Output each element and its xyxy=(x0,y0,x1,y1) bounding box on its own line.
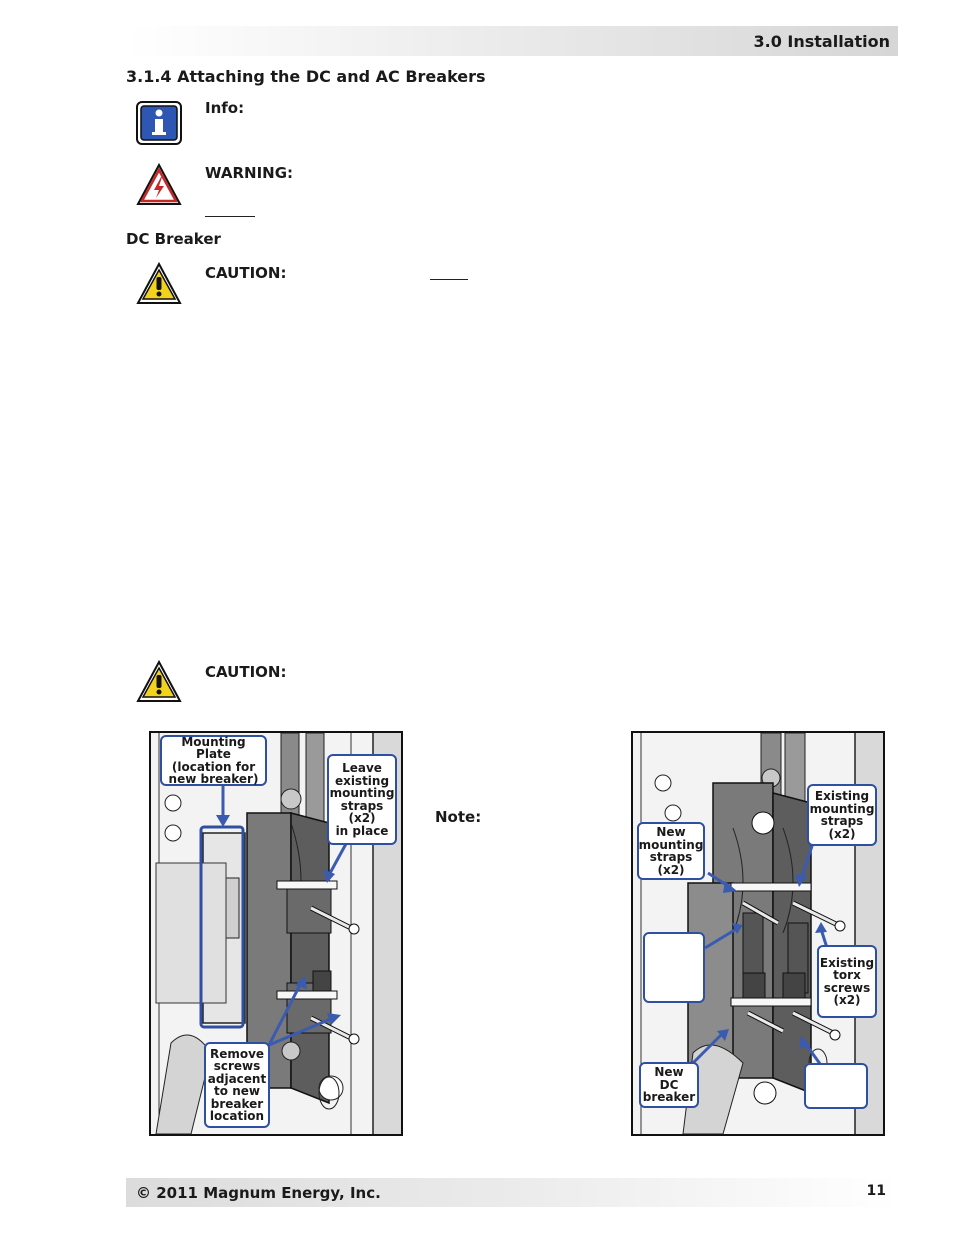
caution-icon xyxy=(136,659,182,708)
callout-new-dc-breaker: New DC breaker xyxy=(639,1062,699,1108)
footer-copyright: © 2011 Magnum Energy, Inc. xyxy=(136,1184,381,1202)
callout-blank-1 xyxy=(643,932,705,1003)
callout-existing-straps: Existing mounting straps (x2) xyxy=(807,784,877,846)
info-icon xyxy=(136,101,182,149)
callout-remove-screws: Remove screws adjacent to new breaker lo… xyxy=(204,1042,270,1128)
caution-label-2: CAUTION: xyxy=(205,663,287,681)
section-title: 3.1.4 Attaching the DC and AC Breakers xyxy=(126,67,486,86)
page-header: 3.0 Installation xyxy=(128,26,898,56)
dc-breaker-heading: DC Breaker xyxy=(126,230,221,248)
callout-leave-straps: Leave existing mounting straps (x2) in p… xyxy=(327,754,397,845)
header-title: 3.0 Installation xyxy=(753,32,890,51)
figure-mounting-plate xyxy=(149,731,403,1136)
callout-new-straps: New mounting straps (x2) xyxy=(637,822,705,880)
electrical-warning-icon xyxy=(136,162,182,211)
note-label: Note: xyxy=(435,808,482,826)
underline-mark xyxy=(430,279,468,280)
page-footer: © 2011 Magnum Energy, Inc. 11 xyxy=(126,1178,898,1207)
callout-existing-torx-screws: Existing torx screws (x2) xyxy=(817,945,877,1018)
callout-mounting-plate: Mounting Plate (location for new breaker… xyxy=(160,735,267,786)
caution-label-1: CAUTION: xyxy=(205,264,287,282)
underline-mark xyxy=(205,216,255,217)
warning-label: WARNING: xyxy=(205,164,294,182)
caution-icon xyxy=(136,261,182,310)
page-number: 11 xyxy=(866,1183,886,1199)
callout-blank-2 xyxy=(804,1063,868,1109)
info-label: Info: xyxy=(205,99,245,117)
